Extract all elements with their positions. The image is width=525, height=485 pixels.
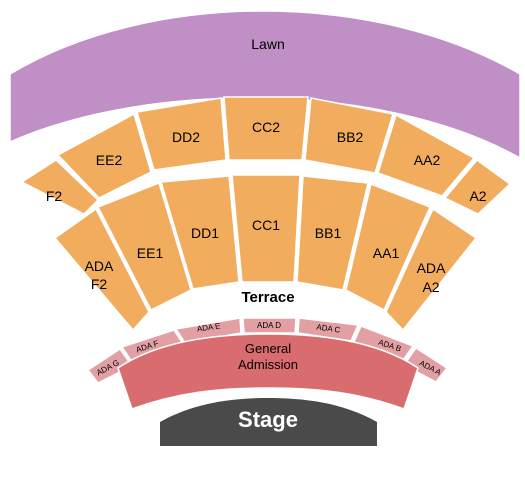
section-cc2-label: CC2 [252,119,280,135]
section-bb1-label: BB1 [315,225,342,241]
section-ada-f2[interactable] [53,207,150,332]
section-ada-a2-label-line1: ADA [417,260,446,276]
section-ada-f2-label-line1: ADA [85,258,114,274]
section-ee2-label: EE2 [96,152,123,168]
section-ee2[interactable] [56,112,152,199]
section-ada-e-label: ADA E [196,321,221,333]
section-ada-d-label: ADA D [257,321,281,330]
section-ada-c-label: ADA C [316,322,341,334]
stage-label: Stage [238,407,298,432]
section-dd1-label: DD1 [191,225,219,241]
section-bb2-label: BB2 [337,129,364,145]
section-aa1-label: AA1 [373,245,400,261]
section-aa2-label: AA2 [414,152,441,168]
section-cc1[interactable] [231,174,301,283]
general-admission-section[interactable] [117,333,419,410]
section-a2[interactable] [443,158,512,215]
section-bb1[interactable] [296,175,369,291]
section-ee1[interactable] [96,182,192,312]
section-ada-a[interactable] [402,346,449,383]
stage [160,398,377,446]
section-ada-a2[interactable] [385,207,478,332]
section-dd2[interactable] [136,97,227,171]
section-aa2[interactable] [377,113,476,197]
section-dd1[interactable] [160,175,240,290]
section-ada-a2-label-line2: A2 [422,279,439,295]
section-ada-d[interactable] [242,317,297,334]
lawn-label: Lawn [251,36,284,52]
terrace-label: Terrace [241,289,294,306]
section-f2[interactable] [20,159,100,215]
lawn-section[interactable] [9,10,521,160]
section-dd2-label: DD2 [172,129,200,145]
general-admission-label-line1: General [245,341,291,356]
section-ee1-label: EE1 [137,245,164,261]
section-cc1-label: CC1 [252,217,280,233]
general-admission-label-line2: Admission [238,357,298,372]
section-f2-label: F2 [46,188,63,204]
section-ada-f2-label-line2: F2 [91,276,108,292]
section-bb2[interactable] [304,97,394,174]
section-aa1[interactable] [345,182,432,312]
section-ada-e[interactable] [174,317,242,344]
section-a2-label: A2 [469,188,486,204]
section-cc2[interactable] [223,96,309,161]
